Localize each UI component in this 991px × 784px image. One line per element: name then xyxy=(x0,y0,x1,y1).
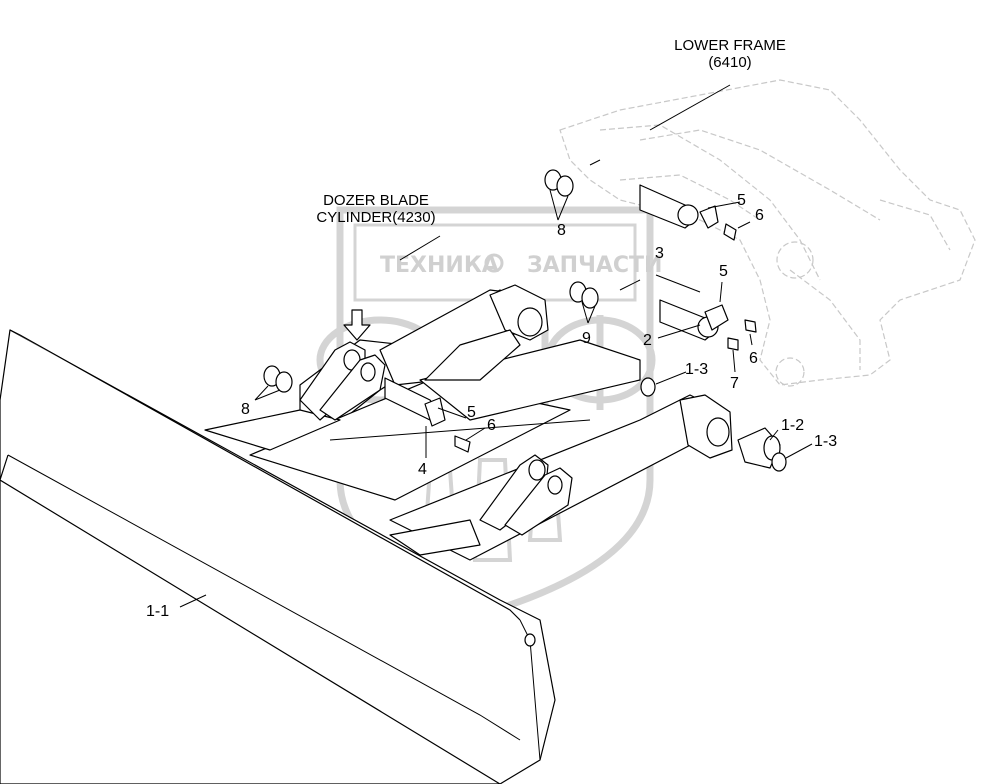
callout-1-1: 1-1 xyxy=(146,603,169,620)
callout-6-low: 6 xyxy=(487,417,496,434)
o-rings xyxy=(263,169,787,472)
callout-2: 2 xyxy=(643,332,652,349)
lower-frame-title: LOWER FRAME xyxy=(674,37,786,54)
callout-5-top: 5 xyxy=(737,192,746,209)
callout-6-top: 6 xyxy=(755,207,764,224)
callout-3: 3 xyxy=(655,245,664,262)
callout-1-3-mid: 1-3 xyxy=(685,361,708,378)
callout-5-mid: 5 xyxy=(719,263,728,280)
cylinder-code: CYLINDER(4230) xyxy=(316,209,435,226)
callout-8-top: 8 xyxy=(557,222,566,239)
callout-4: 4 xyxy=(418,461,427,478)
lower-frame-code: (6410) xyxy=(708,54,751,71)
watermark-left-word: ТЕХНИКА xyxy=(380,253,499,278)
leader-lines xyxy=(179,84,813,608)
callout-7: 7 xyxy=(730,375,739,392)
callout-8-left: 8 xyxy=(241,401,250,418)
lower-frame-ghost xyxy=(559,79,976,387)
callout-1-2: 1-2 xyxy=(781,417,804,434)
callout-6-mid: 6 xyxy=(749,350,758,367)
callout-1-3-right: 1-3 xyxy=(814,433,837,450)
hardware xyxy=(263,169,787,472)
dozer-blade xyxy=(0,329,556,784)
cylinder-title: DOZER BLADE xyxy=(323,192,429,209)
watermark-right-word: ЗАПЧАСТИ xyxy=(527,253,662,278)
push-frame xyxy=(204,284,733,561)
watermark-gear-icon xyxy=(484,253,504,273)
callout-5-low: 5 xyxy=(467,404,476,421)
callout-9: 9 xyxy=(582,330,591,347)
